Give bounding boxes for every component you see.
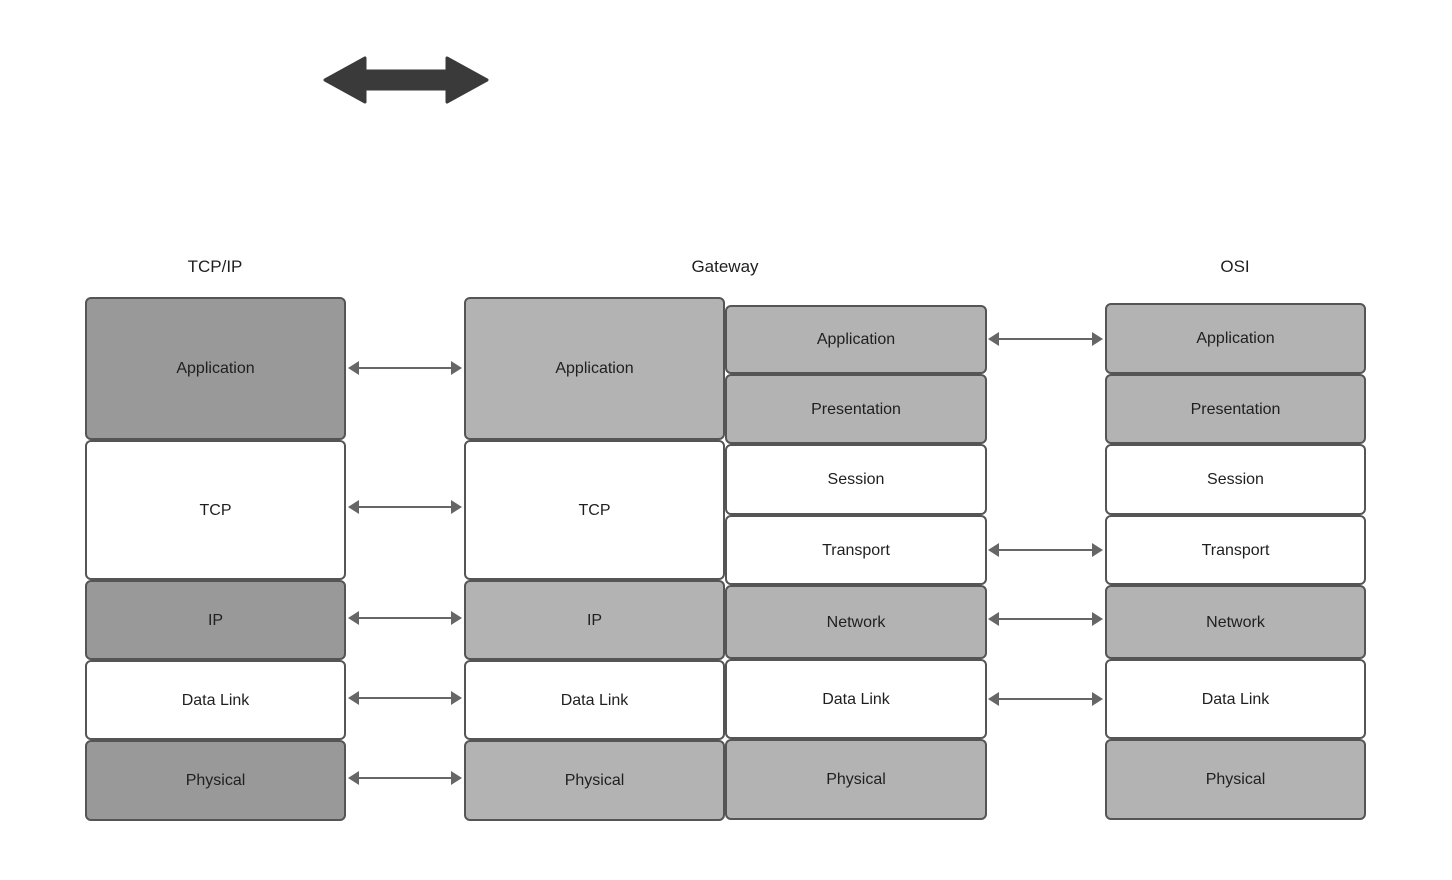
tcpip-layer-data-link[interactable]: Data Link	[85, 660, 346, 740]
arrowhead-left	[348, 691, 359, 705]
arrowhead-right	[1092, 612, 1103, 626]
gateway-right-layer-session[interactable]: Session	[725, 444, 987, 515]
connector-tcpip-gateway-application	[348, 358, 462, 378]
arrow-shaft	[357, 697, 453, 699]
tcpip-layer-tcp[interactable]: TCP	[85, 440, 346, 580]
arrow-shaft	[357, 617, 453, 619]
arrowhead-left	[348, 611, 359, 625]
arrow-shaft	[997, 549, 1094, 551]
arrowhead-right	[1092, 543, 1103, 557]
arrow-shaft	[357, 777, 453, 779]
arrowhead-right	[451, 691, 462, 705]
osi-layer-data-link[interactable]: Data Link	[1105, 659, 1366, 739]
osi-layer-application[interactable]: Application	[1105, 303, 1366, 374]
connector-gateway-osi-network	[988, 609, 1103, 629]
arrowhead-left	[348, 771, 359, 785]
arrowhead-left	[988, 692, 999, 706]
gateway-right-layer-network[interactable]: Network	[725, 585, 987, 659]
arrowhead-right	[451, 771, 462, 785]
arrowhead-left	[988, 543, 999, 557]
arrowhead-left	[348, 500, 359, 514]
gateway-right-layer-presentation[interactable]: Presentation	[725, 374, 987, 444]
tcpip-layer-physical[interactable]: Physical	[85, 740, 346, 821]
connector-tcpip-gateway-ip	[348, 608, 462, 628]
arrowhead-left	[348, 361, 359, 375]
connector-gateway-osi-data-link	[988, 689, 1103, 709]
gateway-left-layer-data-link[interactable]: Data Link	[464, 660, 725, 740]
osi-layer-network[interactable]: Network	[1105, 585, 1366, 659]
tcpip-layer-application[interactable]: Application	[85, 297, 346, 440]
column-header-gateway: Gateway	[691, 257, 759, 276]
bidirectional-block-arrow	[323, 55, 489, 110]
gateway-left-layer-tcp[interactable]: TCP	[464, 440, 725, 580]
osi-layer-presentation[interactable]: Presentation	[1105, 374, 1366, 444]
arrowhead-right	[451, 611, 462, 625]
gateway-right-layer-transport[interactable]: Transport	[725, 515, 987, 585]
arrow-shaft	[997, 338, 1094, 340]
gateway-left-layer-physical[interactable]: Physical	[464, 740, 725, 821]
tcpip-layer-ip[interactable]: IP	[85, 580, 346, 660]
arrow-shaft	[357, 506, 453, 508]
arrowhead-left	[988, 332, 999, 346]
connector-gateway-osi-application	[988, 329, 1103, 349]
arrow-shaft	[997, 618, 1094, 620]
arrowhead-right	[1092, 332, 1103, 346]
osi-layer-transport[interactable]: Transport	[1105, 515, 1366, 585]
arrowhead-right	[1092, 692, 1103, 706]
arrow-shaft	[357, 367, 453, 369]
column-header-osi: OSI	[1220, 257, 1250, 276]
osi-layer-physical[interactable]: Physical	[1105, 739, 1366, 820]
osi-layer-session[interactable]: Session	[1105, 444, 1366, 515]
connector-tcpip-gateway-data-link	[348, 688, 462, 708]
gateway-left-layer-ip[interactable]: IP	[464, 580, 725, 660]
column-header-tcpip: TCP/IP	[187, 257, 243, 276]
connector-tcpip-gateway-physical	[348, 768, 462, 788]
connector-tcpip-gateway-tcp	[348, 497, 462, 517]
gateway-left-layer-application[interactable]: Application	[464, 297, 725, 440]
arrowhead-right	[451, 500, 462, 514]
connector-gateway-osi-transport	[988, 540, 1103, 560]
gateway-right-layer-data-link[interactable]: Data Link	[725, 659, 987, 739]
gateway-right-layer-application[interactable]: Application	[725, 305, 987, 374]
arrow-shaft	[997, 698, 1094, 700]
arrowhead-left	[988, 612, 999, 626]
arrowhead-right	[451, 361, 462, 375]
gateway-right-layer-physical[interactable]: Physical	[725, 739, 987, 820]
